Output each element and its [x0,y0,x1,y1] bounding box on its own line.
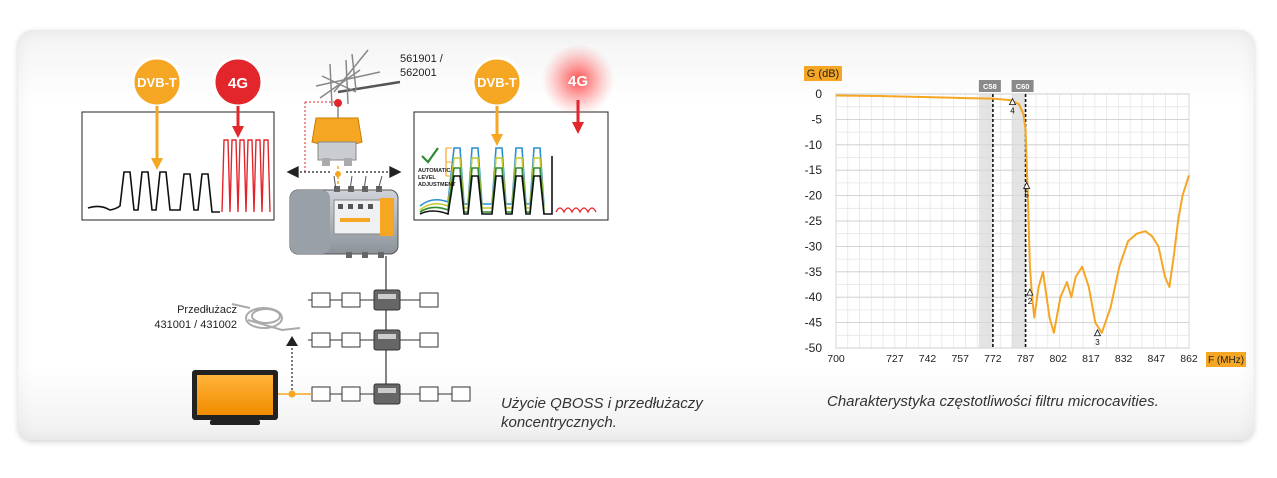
x-tick-label: 787 [1017,353,1035,365]
x-tick-label: 862 [1180,353,1198,365]
caption-left-line2: koncentrycznych. [501,414,617,431]
x-tick-label: 700 [827,353,845,365]
y-tick-label: -25 [805,214,823,228]
point-marker-label: 4 [1010,107,1015,116]
channel-tag [1011,80,1034,92]
point-marker [1023,181,1031,189]
tv-icon [192,370,278,425]
spectrum-box-input [81,111,275,221]
y-tick-label: -5 [811,112,822,126]
channel-band [1011,94,1026,348]
y-axis-label-bg [804,66,842,81]
dvbt-badge-right: DVB-T [471,56,523,146]
svg-text:DVB-T: DVB-T [477,75,517,90]
axis-ticks: 0 -5 -10 -15 -20 -25 -30 -35 -40 -45 -50 700 727 742 7… [805,87,1198,365]
x-tick-label: 802 [1049,353,1067,365]
x-tick-label: 757 [951,353,969,365]
qboss-amplifier-icon [289,175,399,258]
y-tick-label: -40 [805,290,823,304]
point-marker [1093,328,1102,337]
y-tick-label: -45 [805,316,823,330]
point-markers: 4 5 2 3 [1008,97,1102,347]
dvbt-badge-left: DVB-T [131,56,183,170]
chart-series [835,94,1190,334]
installation-diagram: DVB-T 4G 561901 / 562001 [81,44,614,425]
antenna-code-1: 561901 / [400,53,444,65]
agc-label-1: AUTOMATIC [418,168,451,174]
extender-cable-icon [231,303,301,332]
channel-label: C60 [1016,82,1030,91]
y-tick-label: -30 [805,239,823,253]
distribution-network [308,256,471,405]
antenna-code-2: 562001 [400,67,437,79]
point-marker [1008,97,1017,106]
channel-band [978,94,993,348]
y-tick-label: 0 [815,87,822,101]
svg-text:4G: 4G [568,73,588,90]
extender-label-1: Przedłużacz [177,304,237,316]
caption-right: Charakterystyka częstotliwości filtru mi… [827,393,1159,410]
x-tick-label: 847 [1148,353,1166,365]
series-line [835,94,1190,334]
axis-labels: G (dB) F (MHz) [804,66,1246,367]
agc-label-3: ADJUSTMENT [418,182,456,188]
point-marker-label: 3 [1095,338,1100,347]
x-tick-label: 727 [886,353,904,365]
direction-arrows [286,165,402,179]
y-tick-label: -20 [805,189,823,203]
y-axis-label: G (dB) [807,68,839,80]
frequency-response-chart: C58 C60 4 5 2 3 0 -5 -10 -15 -20 -25 -30 -35 -40 -45 -… [804,66,1246,367]
4g-interference-left [221,139,271,213]
filter-device-icon [311,117,363,166]
x-tick-label: 832 [1115,353,1133,365]
agc-label-2: LEVEL [418,175,436,181]
y-tick-label: -10 [805,138,823,152]
4g-badge-left: 4G [212,56,264,138]
point-marker-label: 5 [1024,190,1029,199]
check-icon [421,147,439,164]
x-axis-label-bg [1206,352,1246,367]
point-marker-label: 2 [1028,297,1033,306]
extender-label-2: 431001 / 431002 [154,319,237,331]
channel-label: C58 [983,82,997,91]
y-tick-label: -50 [805,341,823,355]
x-axis-label: F (MHz) [1208,355,1244,366]
svg-text:4G: 4G [228,75,248,92]
x-tick-label: 817 [1082,353,1100,365]
spectrum-box-output: AUTOMATIC LEVEL ADJUSTMENT [413,111,609,221]
x-tick-label: 772 [984,353,1002,365]
channel-tag [978,80,1001,92]
antenna-feed-icon [334,99,342,107]
y-tick-label: -15 [805,163,823,177]
x-tick-label: 742 [919,353,937,365]
antenna-icon [315,49,401,120]
caption-left-line1: Użycie QBOSS i przedłużaczy [501,395,703,412]
point-marker [1026,288,1034,296]
4g-badge-right: 4G [542,44,614,134]
svg-text:DVB-T: DVB-T [137,75,177,90]
y-tick-label: -35 [805,265,823,279]
